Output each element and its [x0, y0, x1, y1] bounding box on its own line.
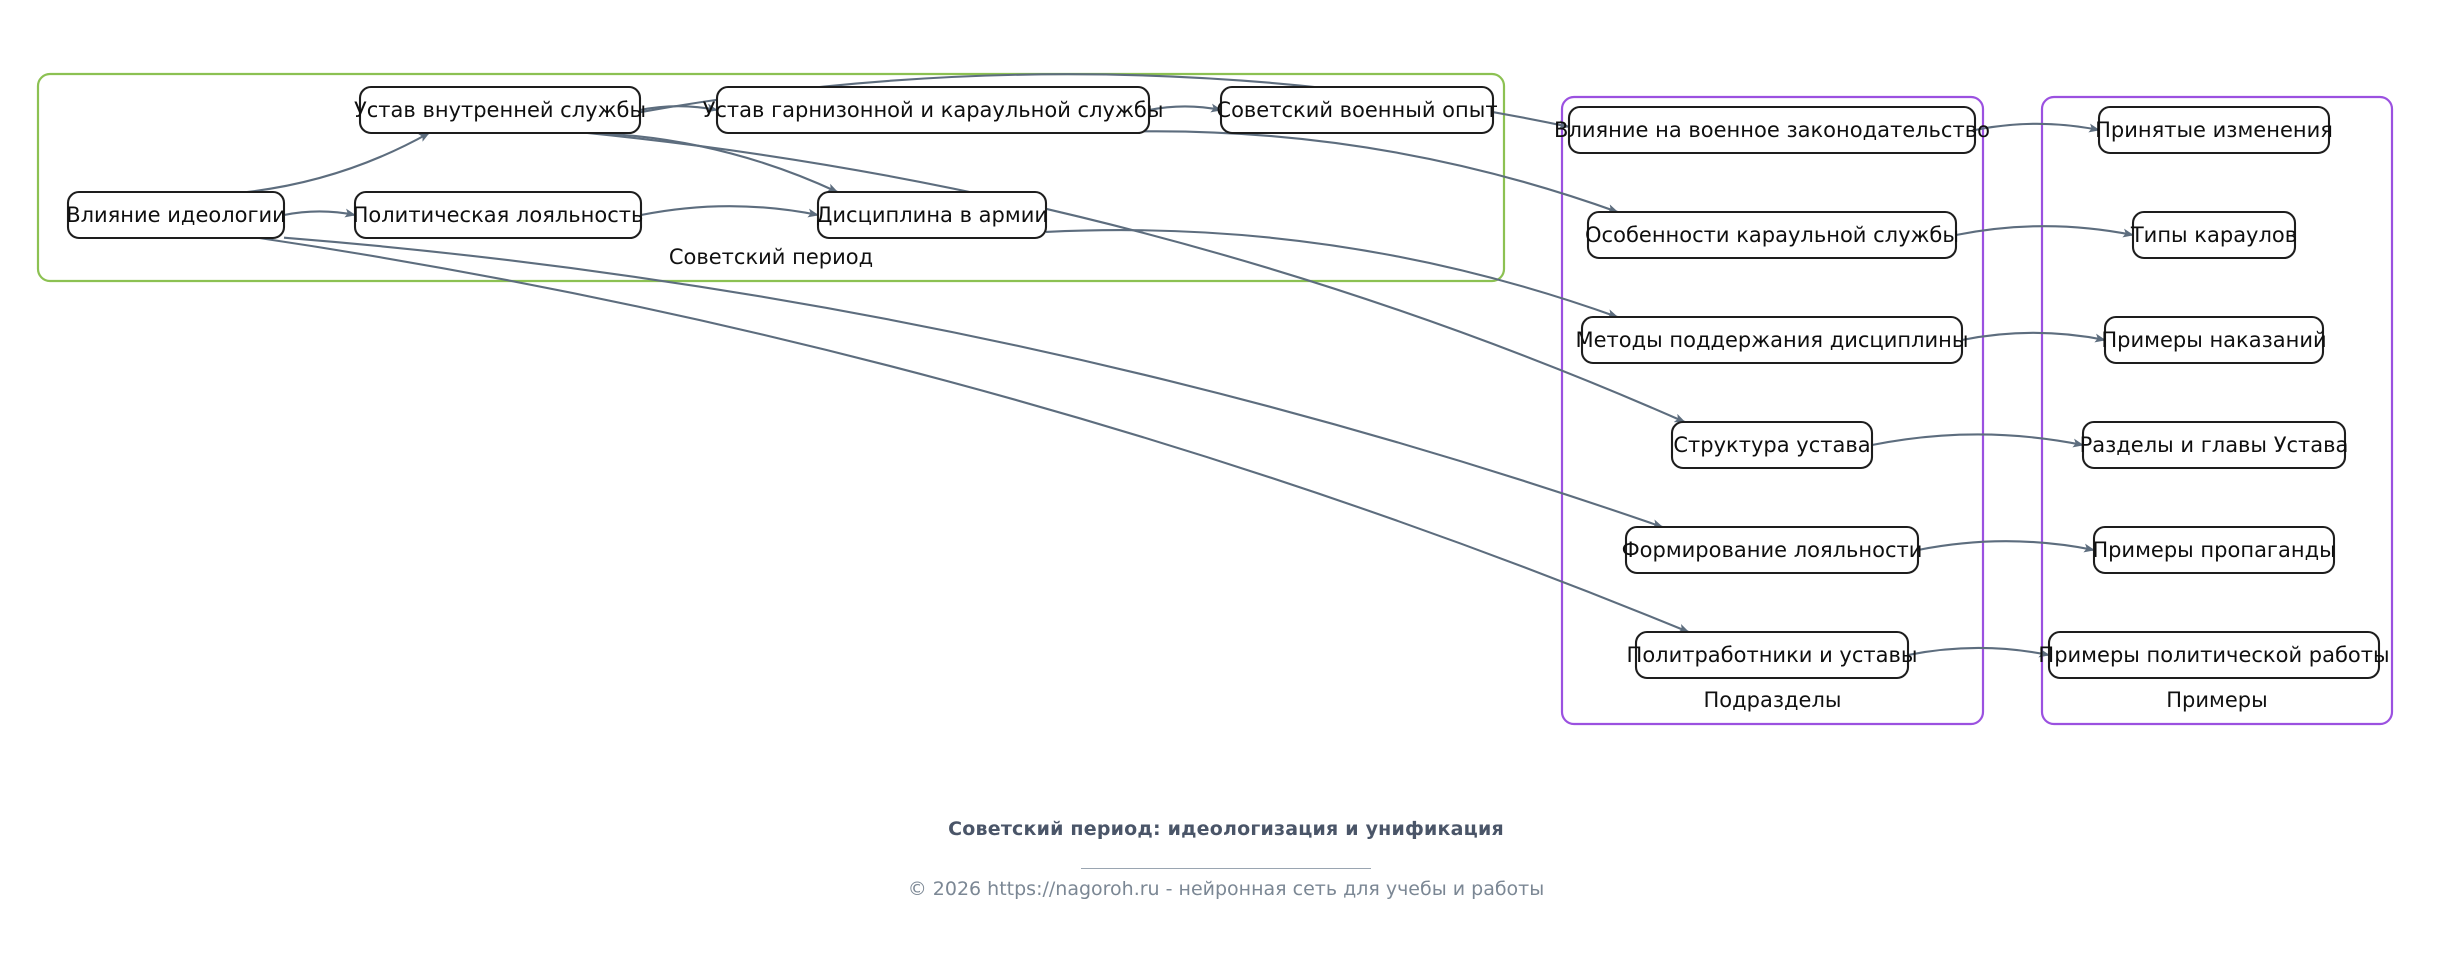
node-rect-osob_kar[interactable]	[1586, 210, 1958, 260]
node-rect-prinyatye[interactable]	[2097, 105, 2331, 155]
edge-struktura-to-razdely	[1871, 433, 2084, 448]
node-label-formirovanie: Формирование лояльности	[1622, 538, 1923, 562]
node-label-prinyatye: Принятые изменения	[2095, 118, 2333, 142]
node-osob_kar[interactable]: Особенности караульной службы	[1585, 210, 1959, 260]
cluster-rect-subsections	[1560, 95, 1985, 726]
node-label-razdely: Разделы и главы Устава	[2080, 433, 2349, 457]
cluster-label-soviet: Советский период	[669, 245, 873, 269]
node-rect-sov_opyt[interactable]	[1219, 85, 1495, 135]
node-rect-razdely[interactable]	[2081, 420, 2347, 470]
edge-polit_loyal-to-disciplina	[640, 205, 819, 218]
node-label-prim_polit: Примеры политической работы	[2038, 643, 2389, 667]
divider-line	[1081, 868, 1371, 869]
node-prim_nak[interactable]: Примеры наказаний	[2101, 315, 2327, 365]
node-label-sov_opyt: Советский военный опыт	[1216, 98, 1497, 122]
node-label-struktura: Структура устава	[1673, 433, 1870, 457]
node-label-metody_disc: Методы поддержания дисциплины	[1575, 328, 1968, 352]
cluster-label-subsections: Подразделы	[1704, 688, 1842, 712]
cluster-rect-examples	[2040, 95, 2394, 726]
node-label-polit_loyal: Политическая лояльность	[353, 203, 644, 227]
edge-ustav_vn-to-struktura	[587, 131, 1686, 423]
node-struktura[interactable]: Структура устава	[1670, 420, 1874, 470]
node-rect-prim_prop[interactable]	[2092, 525, 2336, 575]
edge-metody_disc-to-prim_nak	[1961, 331, 2106, 343]
node-rect-tipy_kar[interactable]	[2131, 210, 2297, 260]
edge-ustav_garn-to-sov_opyt	[1148, 103, 1222, 113]
node-polit_loyal[interactable]: Политическая лояльность	[353, 190, 644, 240]
node-rect-ustav_garn[interactable]	[715, 85, 1151, 135]
node-rect-prim_polit[interactable]	[2047, 630, 2381, 680]
edge-ideology-to-polit_loyal	[283, 208, 356, 218]
node-prinyatye[interactable]: Принятые изменения	[2095, 105, 2333, 155]
edge-ideology-to-formirovanie	[283, 236, 1664, 528]
node-tipy_kar[interactable]: Типы караулов	[2130, 210, 2297, 260]
node-label-ustav_garn: Устав гарнизонной и караульной службы	[703, 98, 1164, 122]
node-group: Влияние идеологии Устав внутренней службы…	[66, 85, 2390, 680]
edge-osob_kar-to-tipy_kar	[1955, 225, 2134, 238]
node-label-vliyanie_zak: Влияние на военное законодательство	[1554, 118, 1990, 142]
node-rect-prim_nak[interactable]	[2103, 315, 2325, 365]
node-prim_polit[interactable]: Примеры политической работы	[2038, 630, 2390, 680]
node-label-ideology: Влияние идеологии	[66, 203, 286, 227]
node-prim_prop[interactable]: Примеры пропаганды	[2092, 525, 2336, 575]
node-razdely[interactable]: Разделы и главы Устава	[2080, 420, 2349, 470]
edge-formirovanie-to-prim_prop	[1917, 540, 2095, 553]
edge-vliyanie_zak-to-prinyatye	[1974, 122, 2100, 133]
node-ustav_vn[interactable]: Устав внутренней службы	[354, 85, 646, 135]
node-rect-formirovanie[interactable]	[1624, 525, 1920, 575]
edge-disciplina-to-metody_disc	[1045, 229, 1619, 318]
edge-ideology-to-politrab	[259, 236, 1690, 633]
node-label-prim_prop: Примеры пропаганды	[2092, 538, 2335, 562]
node-rect-struktura[interactable]	[1670, 420, 1874, 470]
node-label-tipy_kar: Типы караулов	[2130, 223, 2297, 247]
node-label-ustav_vn: Устав внутренней службы	[354, 98, 646, 122]
edge-politrab-to-prim_polit	[1907, 646, 2050, 658]
footer-divider	[0, 854, 2452, 873]
cluster-subsections: Подразделы	[1560, 95, 1985, 726]
node-politrab[interactable]: Политработники и уставы	[1627, 630, 1918, 680]
node-ustav_garn[interactable]: Устав гарнизонной и караульной службы	[703, 85, 1164, 135]
edge-ideology-to-ustav_vn	[246, 132, 430, 194]
node-sov_opyt[interactable]: Советский военный опыт	[1216, 85, 1498, 135]
node-rect-ideology[interactable]	[66, 190, 286, 240]
edge-ustav_vn-to-disciplina	[594, 131, 839, 193]
footer-title: Советский период: идеологизация и унифик…	[948, 818, 1504, 840]
node-metody_disc[interactable]: Методы поддержания дисциплины	[1575, 315, 1969, 365]
node-rect-polit_loyal[interactable]	[353, 190, 643, 240]
cluster-label-examples: Примеры	[2166, 688, 2267, 712]
footer-copyright: © 2026 https://nagoroh.ru - нейронная се…	[907, 878, 1545, 900]
node-label-disciplina: Дисциплина в армии	[816, 203, 1048, 227]
node-label-osob_kar: Особенности караульной службы	[1585, 223, 1959, 247]
node-rect-ustav_vn[interactable]	[358, 85, 642, 135]
cluster-examples: Примеры	[2040, 95, 2394, 726]
node-label-prim_nak: Примеры наказаний	[2101, 328, 2326, 352]
edge-ustav_garn-to-osob_kar	[1087, 130, 1619, 213]
node-rect-metody_disc[interactable]	[1580, 315, 1964, 365]
node-rect-disciplina[interactable]	[816, 190, 1048, 240]
node-vliyanie_zak[interactable]: Влияние на военное законодательство	[1554, 105, 1990, 155]
node-label-politrab: Политработники и уставы	[1627, 643, 1918, 667]
node-rect-politrab[interactable]	[1634, 630, 1910, 680]
node-formirovanie[interactable]: Формирование лояльности	[1622, 525, 1923, 575]
node-disciplina[interactable]: Дисциплина в армии	[816, 190, 1048, 240]
node-ideology[interactable]: Влияние идеологии	[66, 190, 286, 240]
node-rect-vliyanie_zak[interactable]	[1567, 105, 1977, 155]
